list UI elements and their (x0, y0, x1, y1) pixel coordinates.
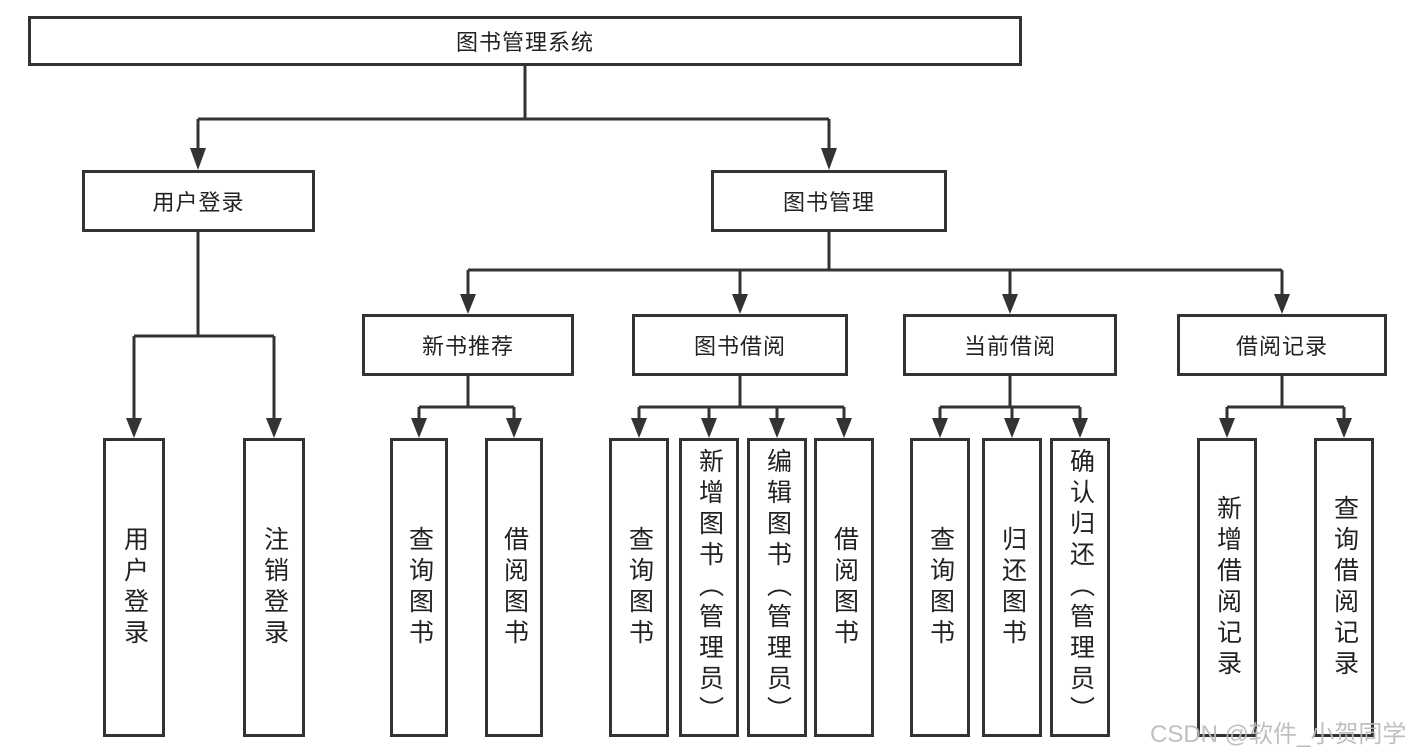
node-borrow-records-label: 借阅记录 (1235, 334, 1328, 359)
leaf-query-books-current-label: 查询图书 (926, 525, 955, 650)
leaf-query-books-current: 查询图书 (910, 438, 970, 737)
node-current-borrow: 当前借阅 (903, 314, 1117, 376)
leaf-query-books-borrow-label: 查询图书 (625, 525, 654, 650)
node-current-borrow-label: 当前借阅 (963, 334, 1056, 359)
leaf-return-books: 归还图书 (982, 438, 1042, 737)
leaf-borrow-books-recommend-label: 借阅图书 (500, 525, 529, 650)
leaf-user-login-label: 用户登录 (120, 525, 149, 650)
node-book-borrow: 图书借阅 (632, 314, 848, 376)
leaf-query-books-borrow: 查询图书 (609, 438, 669, 737)
leaf-confirm-return-admin-label: 确认归还（管理员） (1066, 448, 1095, 727)
leaf-logout-label: 注销登录 (260, 525, 289, 650)
node-borrow-records: 借阅记录 (1177, 314, 1387, 376)
csdn-watermark: CSDN @软件_小贺同学 (1150, 721, 1405, 747)
connector-borrow-records-children (1219, 376, 1352, 438)
node-user-login-label: 用户登录 (152, 190, 245, 215)
node-book-borrow-label: 图书借阅 (693, 334, 786, 359)
leaf-edit-book-admin-label: 编辑图书（管理员） (763, 448, 792, 727)
leaf-query-books-recommend-label: 查询图书 (405, 525, 434, 650)
leaf-confirm-return-admin: 确认归还（管理员） (1050, 438, 1110, 737)
leaf-user-login: 用户登录 (103, 438, 165, 737)
connector-root-to-level2 (190, 66, 837, 170)
leaf-borrow-books-borrow: 借阅图书 (814, 438, 874, 737)
node-new-book-recommend: 新书推荐 (362, 314, 574, 376)
connector-book-borrow-children (631, 376, 852, 438)
leaf-query-borrow-record: 查询借阅记录 (1314, 438, 1374, 737)
node-root-label: 图书管理系统 (455, 30, 594, 55)
node-user-login: 用户登录 (82, 170, 315, 232)
leaf-borrow-books-borrow-label: 借阅图书 (830, 525, 859, 650)
leaf-add-book-admin-label: 新增图书（管理员） (695, 448, 724, 727)
leaf-add-book-admin: 新增图书（管理员） (679, 438, 739, 737)
connector-current-borrow-children (932, 376, 1088, 438)
connector-user-login-children (126, 232, 282, 438)
leaf-add-borrow-record-label: 新增借阅记录 (1213, 494, 1242, 681)
connector-new-book-recommend-children (411, 376, 522, 438)
leaf-query-borrow-record-label: 查询借阅记录 (1330, 494, 1359, 681)
connector-book-management-children (460, 232, 1290, 314)
leaf-edit-book-admin: 编辑图书（管理员） (747, 438, 807, 737)
leaf-add-borrow-record: 新增借阅记录 (1197, 438, 1257, 737)
node-book-management-label: 图书管理 (782, 190, 875, 215)
leaf-borrow-books-recommend: 借阅图书 (485, 438, 543, 737)
leaf-query-books-recommend: 查询图书 (390, 438, 448, 737)
node-root: 图书管理系统 (28, 16, 1022, 66)
leaf-logout: 注销登录 (243, 438, 305, 737)
node-new-book-recommend-label: 新书推荐 (421, 334, 514, 359)
node-book-management: 图书管理 (711, 170, 947, 232)
leaf-return-books-label: 归还图书 (998, 525, 1027, 650)
